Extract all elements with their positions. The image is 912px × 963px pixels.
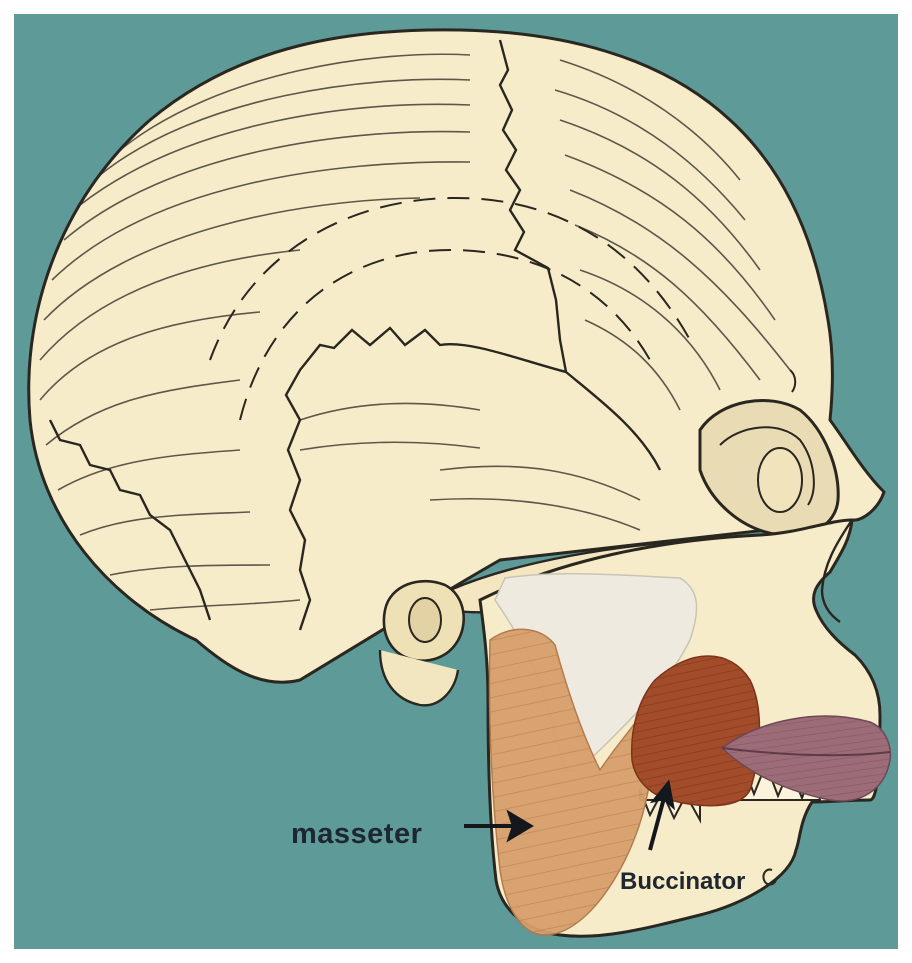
illustration-frame: masseter Buccinator [14,14,898,949]
skull-diagram [14,14,898,949]
masseter-label: masseter [291,818,422,851]
buccinator-label: Buccinator [620,868,745,896]
mastoid-ear-region [380,581,464,705]
